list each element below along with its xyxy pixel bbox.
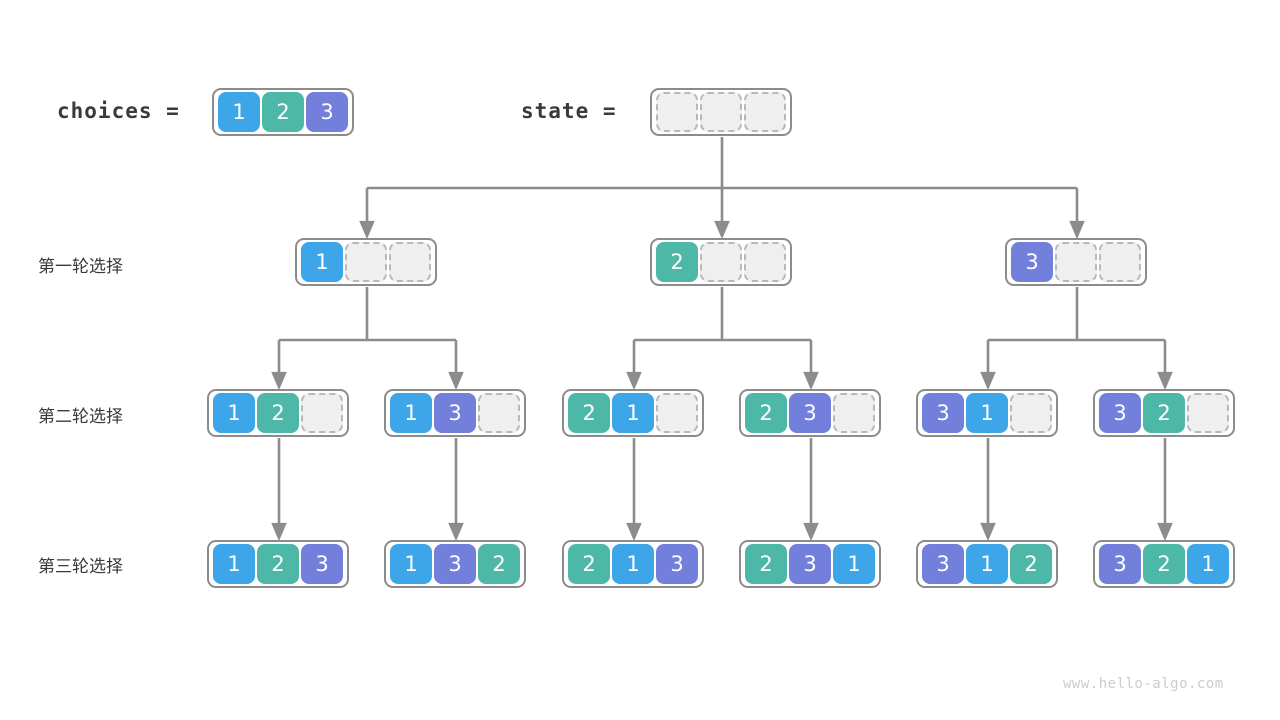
array-cell-empty xyxy=(744,92,786,132)
array-cell-filled: 3 xyxy=(434,393,476,433)
state-label: state = xyxy=(521,99,617,123)
array-cell-filled: 3 xyxy=(789,393,831,433)
array-cell-filled: 2 xyxy=(1143,393,1185,433)
array-cell-empty xyxy=(656,393,698,433)
array-cell-filled: 2 xyxy=(478,544,520,584)
array-cell-filled: 3 xyxy=(434,544,476,584)
array-cell-empty xyxy=(833,393,875,433)
array-cell-filled: 2 xyxy=(1010,544,1052,584)
array-cell-filled: 1 xyxy=(833,544,875,584)
array-cell-empty xyxy=(389,242,431,282)
array-cell-filled: 3 xyxy=(656,544,698,584)
array-cell-filled: 3 xyxy=(301,544,343,584)
tree-node-r1-n3: 3 xyxy=(1005,238,1147,286)
array-cell-empty xyxy=(1187,393,1229,433)
array-cell-filled: 2 xyxy=(257,393,299,433)
array-cell-filled: 1 xyxy=(612,393,654,433)
array-cell-empty xyxy=(301,393,343,433)
array-cell-filled: 3 xyxy=(922,544,964,584)
array-cell-empty xyxy=(744,242,786,282)
array-cell-filled: 3 xyxy=(1099,393,1141,433)
array-cell-filled: 1 xyxy=(218,92,260,132)
choices-label: choices = xyxy=(57,99,180,123)
row-label-round-1: 第一轮选择 xyxy=(38,257,123,277)
array-cell-filled: 1 xyxy=(1187,544,1229,584)
array-cell-empty xyxy=(700,92,742,132)
array-cell-filled: 1 xyxy=(390,544,432,584)
array-cell-filled: 2 xyxy=(745,393,787,433)
row-label-round-2: 第二轮选择 xyxy=(38,407,123,427)
array-cell-filled: 1 xyxy=(390,393,432,433)
array-cell-filled: 1 xyxy=(301,242,343,282)
array-cell-empty xyxy=(345,242,387,282)
array-cell-filled: 3 xyxy=(789,544,831,584)
row-label-round-3: 第三轮选择 xyxy=(38,557,123,577)
array-cell-filled: 2 xyxy=(257,544,299,584)
array-cell-filled: 3 xyxy=(1099,544,1141,584)
array-cell-filled: 3 xyxy=(306,92,348,132)
array-cell-filled: 1 xyxy=(213,393,255,433)
array-cell-filled: 1 xyxy=(213,544,255,584)
array-cell-filled: 2 xyxy=(568,393,610,433)
state-array xyxy=(650,88,792,136)
array-cell-empty xyxy=(656,92,698,132)
array-cell-empty xyxy=(1010,393,1052,433)
array-cell-filled: 2 xyxy=(568,544,610,584)
array-cell-empty xyxy=(478,393,520,433)
array-cell-empty xyxy=(1099,242,1141,282)
array-cell-filled: 2 xyxy=(262,92,304,132)
array-cell-filled: 2 xyxy=(656,242,698,282)
array-cell-filled: 1 xyxy=(966,393,1008,433)
watermark: www.hello-algo.com xyxy=(1063,676,1224,692)
array-cell-filled: 2 xyxy=(745,544,787,584)
array-cell-filled: 3 xyxy=(922,393,964,433)
tree-node-r1-n2: 2 xyxy=(650,238,792,286)
array-cell-empty xyxy=(1055,242,1097,282)
array-cell-empty xyxy=(700,242,742,282)
array-cell-filled: 1 xyxy=(966,544,1008,584)
array-cell-filled: 3 xyxy=(1011,242,1053,282)
tree-node-r1-n1: 1 xyxy=(295,238,437,286)
array-cell-filled: 2 xyxy=(1143,544,1185,584)
array-cell-filled: 1 xyxy=(612,544,654,584)
